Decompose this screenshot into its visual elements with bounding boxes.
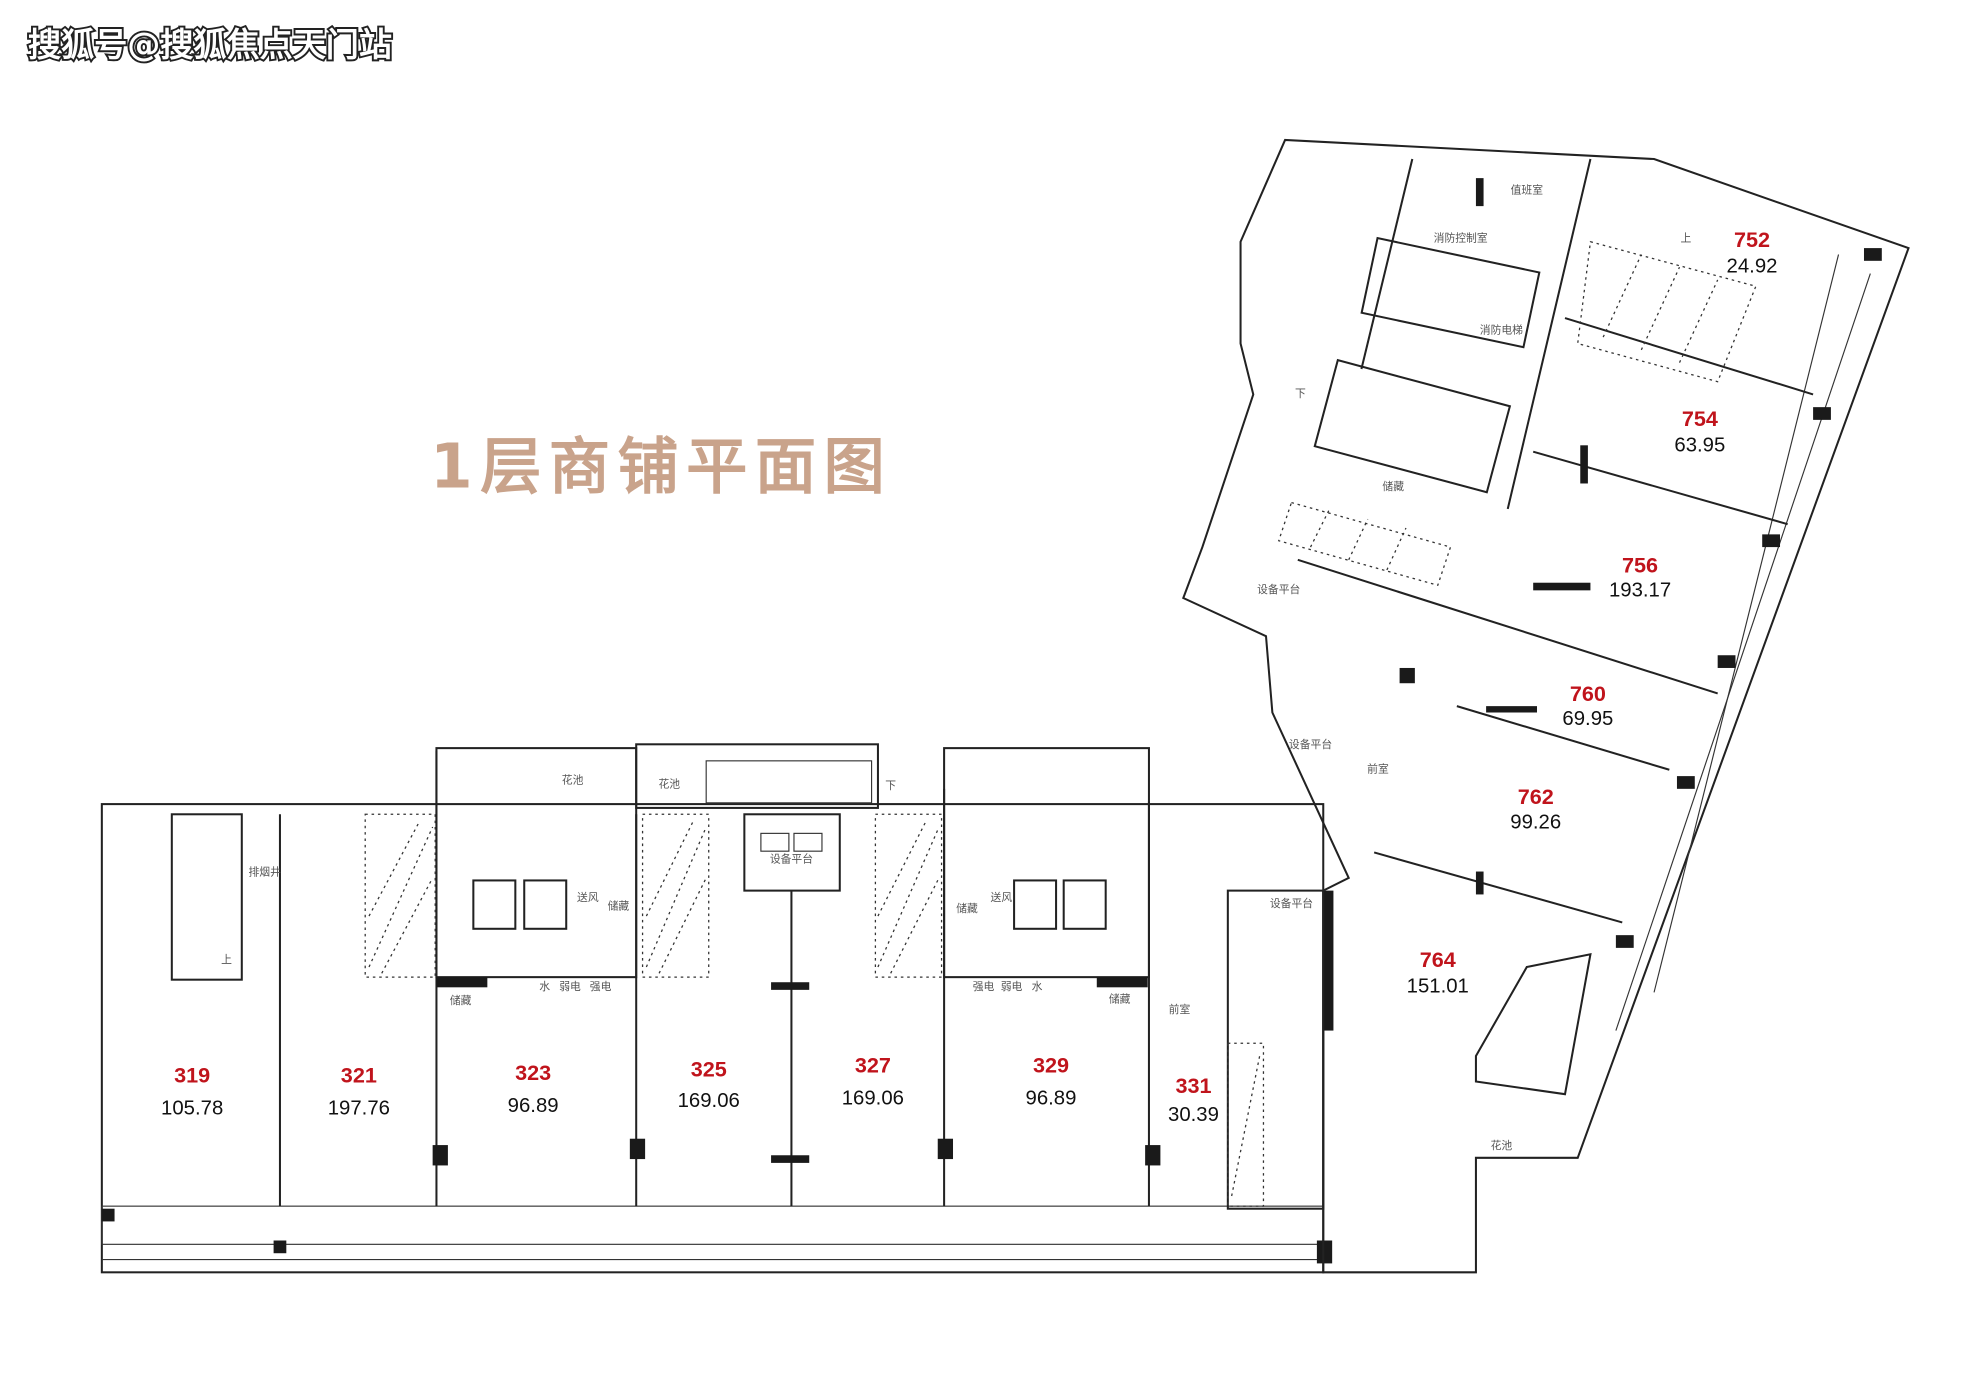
room-label: 设备平台 [1270,896,1313,910]
unit-area: 24.92 [1727,255,1778,277]
room-label: 下 [885,779,896,792]
room-label: 花池 [562,774,584,787]
room-label: 设备平台 [1289,737,1332,751]
room-labels: 值班室 消防控制室 消防电梯 储藏 设备平台 设备平台 前室 花池 花池 花池 … [221,182,1691,1152]
unit-number: 321 [341,1063,377,1088]
unit-area: 169.06 [678,1090,740,1112]
unit-number: 760 [1570,681,1606,706]
room-label: 设备平台 [770,852,813,866]
room-label: 花池 [658,778,680,791]
room-label: 储藏 [1109,992,1131,1006]
unit-area: 63.95 [1674,435,1725,457]
unit-number: 327 [855,1053,891,1078]
room-label: 水 [1032,980,1043,993]
unit-number: 323 [515,1060,551,1085]
room-label: 前室 [1367,761,1389,775]
unit-area: 96.89 [508,1095,559,1117]
room-label: 前室 [1169,1002,1191,1016]
watermark: 搜狐号@搜狐焦点天门站 [28,25,392,64]
room-label: 储藏 [956,901,978,915]
room-label: 弱电 [559,980,581,993]
unit-number: 325 [691,1056,727,1081]
unit-labels: 319 105.78 321 197.76 323 96.89 325 169.… [161,227,1777,1126]
room-label: 花池 [1491,1139,1513,1152]
room-label: 上 [1680,232,1691,245]
unit-number: 329 [1033,1053,1069,1078]
unit-number: 762 [1518,784,1554,809]
room-label: 强电 [590,980,612,993]
unit-area: 169.06 [842,1087,904,1109]
unit-area: 151.01 [1407,975,1469,997]
room-label: 弱电 [1001,980,1023,993]
room-label: 消防电梯 [1480,322,1523,336]
unit-area: 96.89 [1026,1087,1077,1109]
unit-number: 331 [1175,1073,1211,1098]
north-wing-walls [1182,138,1910,1274]
unit-area: 193.17 [1609,580,1671,602]
room-label: 送风 [577,891,599,904]
unit-number: 756 [1622,553,1658,578]
room-label: 储藏 [1382,479,1404,493]
room-label: 水 [539,980,550,993]
room-label: 消防控制室 [1434,231,1488,245]
unit-number: 754 [1682,406,1718,431]
unit-area: 105.78 [161,1098,223,1120]
plan-title: 1层商铺平面图 [430,431,892,502]
unit-number: 752 [1734,227,1770,252]
room-label: 设备平台 [1257,582,1300,596]
unit-area: 30.39 [1168,1104,1219,1126]
unit-number: 319 [174,1063,210,1088]
room-label: 储藏 [450,993,472,1007]
room-label: 值班室 [1511,182,1544,196]
room-label: 强电 [973,980,995,993]
room-label: 储藏 [608,899,630,913]
room-label: 送风 [991,891,1013,904]
room-label: 下 [1295,387,1306,400]
unit-area: 99.26 [1510,811,1561,833]
south-wing-walls [100,743,1334,1274]
room-label: 上 [221,953,232,966]
unit-number: 764 [1420,947,1456,972]
unit-area: 69.95 [1562,708,1613,730]
unit-area: 197.76 [328,1098,390,1120]
room-label: 排烟井 [248,864,281,878]
